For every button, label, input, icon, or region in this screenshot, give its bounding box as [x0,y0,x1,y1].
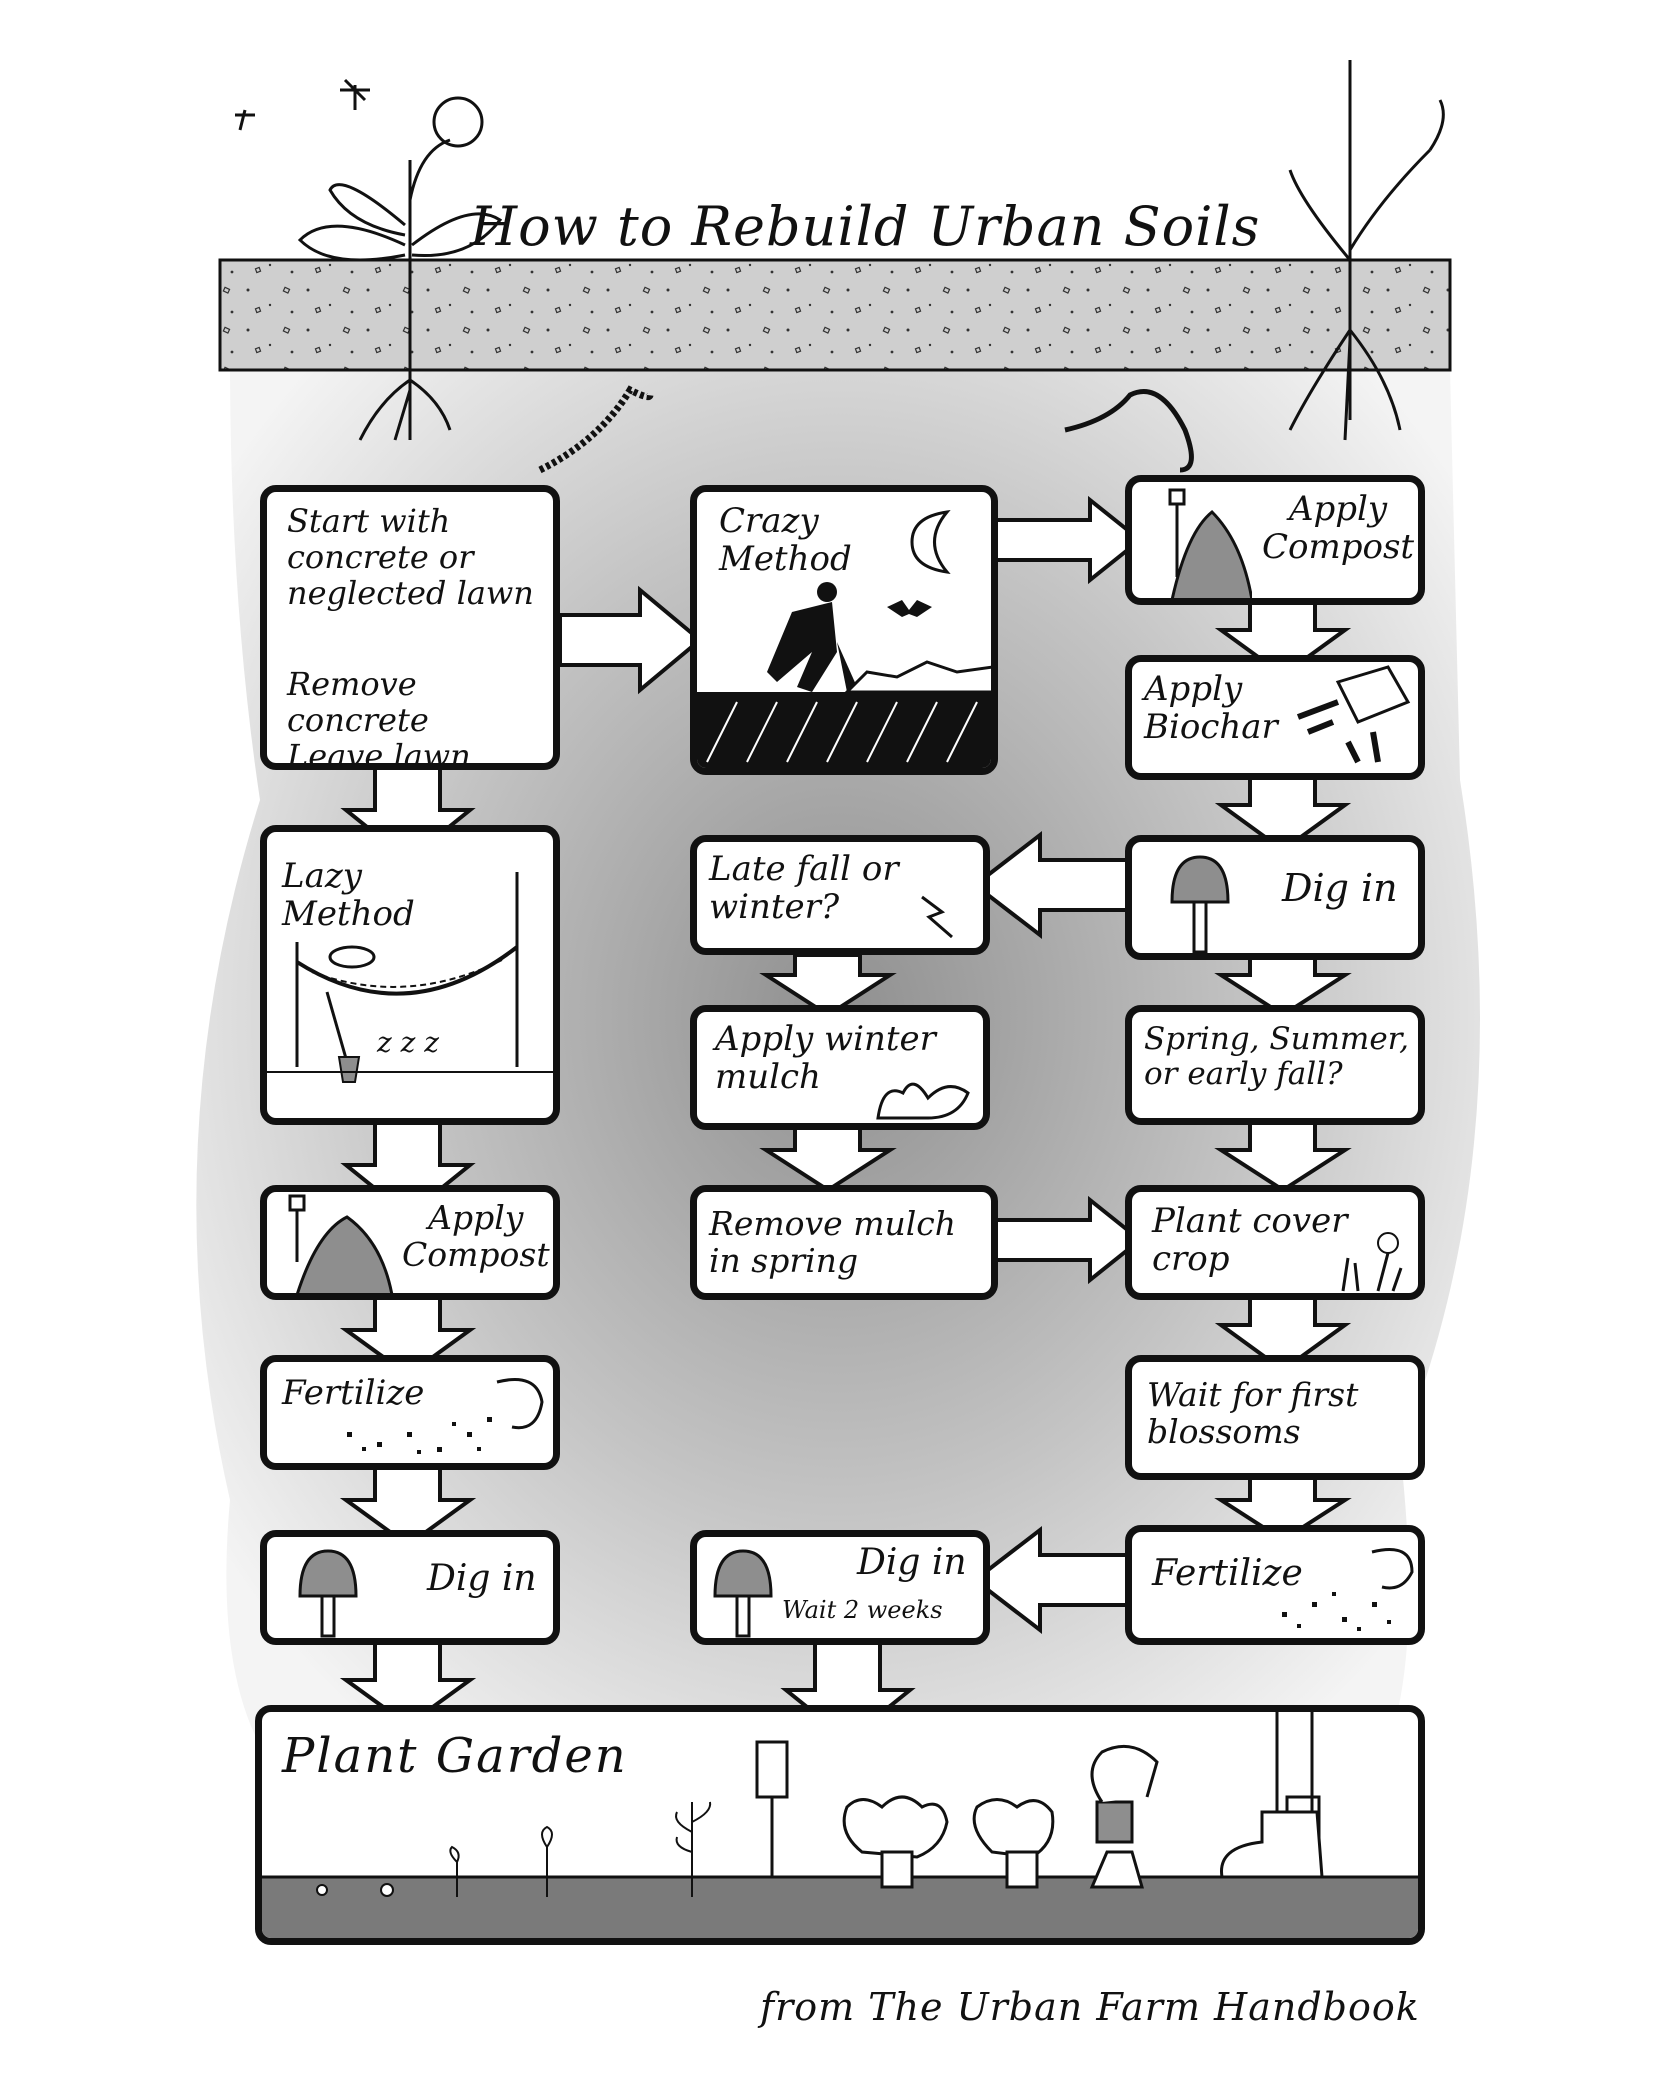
fertilizer-hand-icon [1282,1548,1414,1631]
fertilizer-hand-icon [347,1378,544,1454]
step-dig-in-middle: Dig in Wait 2 weeks [690,1530,990,1645]
arrow-fertilize-to-digin-middle [971,1525,1142,1635]
step-apply-winter-mulch-label: Apply winter mulch [715,1019,936,1098]
step-plant-garden-label: Plant Garden [282,1728,628,1784]
shovel-icon [298,1549,358,1638]
step-start-actions-label: Remove concrete Leave lawn [287,665,471,770]
step-dig-in-left: Dig in [260,1530,560,1645]
dandelion-plant-icon [235,78,503,441]
step-dig-in-right: Dig in [1125,835,1425,960]
lettuce-icon [842,1744,1159,1889]
step-apply-winter-mulch: Apply winter mulch [690,1005,990,1130]
step-apply-compost-right: Apply Compost [1125,475,1425,605]
step-lazy-label: Lazy Method [282,856,415,935]
biochar-bucket-icon [1296,665,1411,764]
arrow-covercrop-to-wait [1214,1293,1352,1373]
lightning-icon [921,895,953,939]
seedling-icon [316,1801,712,1897]
step-dig-in-left-label: Dig in [427,1558,537,1599]
garden-scene [262,1712,1418,1938]
step-wait-blossoms: Wait for first blossoms [1125,1355,1425,1480]
hammock-icon [267,872,553,1083]
leaf-icon [876,1082,970,1120]
step-start-label: Start with concrete or neglected lawn [287,502,534,612]
step-fertilize-left: Fertilize [260,1355,560,1470]
arrow-crazy-to-compost [993,495,1144,585]
step-fertilize-right: Fertilize [1125,1525,1425,1645]
concrete-band [218,258,1452,372]
grass-plant-icon [1288,60,1445,441]
step-start: Start with concrete or neglected lawn Re… [260,485,560,770]
step-plant-garden: Plant Garden [255,1705,1425,1945]
source-credit: from The Urban Farm Handbook [760,1985,1420,2029]
arrow-spring-to-covercrop [1214,1118,1352,1193]
bat-icon [887,600,932,617]
flow-arrows [339,495,1352,1743]
arrow-digin-to-latefall [971,830,1142,940]
step-remove-mulch: Remove mulch in spring [690,1185,998,1300]
digging-figure-icon [767,582,857,692]
step-crazy-method: Crazy Method [690,485,998,775]
step-apply-compost-left-label: Apply Compost [402,1198,550,1274]
step-lazy-snore: z z z [377,1026,440,1059]
arrow-latefall-to-mulch [759,953,897,1018]
step-remove-mulch-label: Remove mulch in spring [709,1204,957,1280]
step-wait-two-weeks-label: Wait 2 weeks [782,1596,943,1624]
step-apply-compost-left: Apply Compost [260,1185,560,1300]
worm-icon [538,385,654,474]
step-apply-biochar: Apply Biochar [1125,655,1425,780]
step-lazy-method: Lazy Method z z z [260,825,560,1125]
arrow-digin-to-garden-left [339,1638,477,1728]
compost-pile-icon [288,1194,394,1293]
crazy-scene [697,509,991,768]
step-apply-biochar-label: Apply Biochar [1144,669,1278,748]
step-crazy-label: Crazy Method [719,501,852,580]
step-plant-cover-crop-label: Plant cover crop [1152,1201,1348,1280]
step-spring-summer-label: Spring, Summer, or early fall? [1144,1021,1409,1092]
step-dig-in-middle-label: Dig in [857,1542,967,1583]
arrow-remove-to-covercrop [993,1195,1144,1285]
step-fertilize-right-label: Fertilize [1152,1553,1303,1594]
moon-icon [910,509,951,575]
step-wait-blossoms-label: Wait for first blossoms [1147,1375,1359,1451]
compost-pile-icon [1168,488,1252,598]
worm-icon [1064,389,1194,473]
step-late-fall-label: Late fall or winter? [709,849,899,928]
step-spring-summer: Spring, Summer, or early fall? [1125,1005,1425,1125]
cover-crop-icon [1341,1232,1403,1292]
boot-icon [1220,1712,1324,1879]
shovel-icon [713,1549,773,1638]
arrow-start-to-crazy [558,585,704,695]
step-late-fall: Late fall or winter? [690,835,990,955]
garden-soil [262,1877,1418,1938]
step-plant-cover-crop: Plant cover crop [1125,1185,1425,1300]
step-dig-in-right-label: Dig in [1282,866,1398,910]
diagram-title: How to Rebuild Urban Soils [470,195,1261,258]
step-fertilize-left-label: Fertilize [282,1373,425,1413]
shovel-icon [1170,855,1230,953]
step-apply-compost-right-label: Apply Compost [1262,489,1415,568]
